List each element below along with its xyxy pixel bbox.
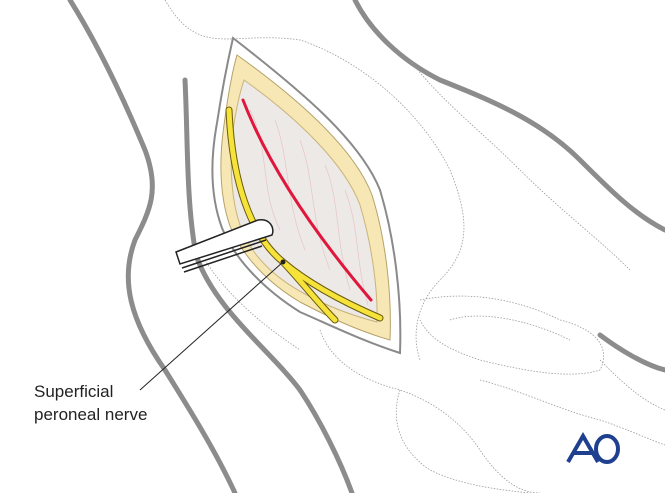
bone-outlines bbox=[164, 0, 665, 493]
label-line-1: Superficial bbox=[34, 382, 114, 401]
leader-line bbox=[139, 261, 284, 391]
incision-line bbox=[241, 98, 373, 302]
forceps bbox=[175, 219, 274, 273]
superficial-peroneal-nerve bbox=[225, 106, 384, 324]
nerve-label: Superficial peroneal nerve bbox=[34, 380, 147, 426]
limb-outline bbox=[67, 0, 665, 493]
ao-logo bbox=[566, 431, 620, 464]
leader-dot bbox=[280, 259, 286, 265]
label-line-2: peroneal nerve bbox=[34, 405, 148, 424]
